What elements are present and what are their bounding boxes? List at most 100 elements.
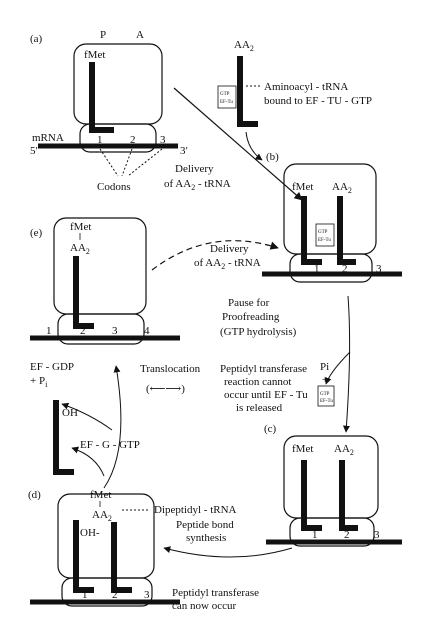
- bidir-arrow-label: (⟵⟶): [146, 383, 185, 395]
- panel-a: (a) P A fMet mRNA 5′ 3′ 1 2 3 Codons: [30, 29, 188, 193]
- ribosome-small-subunit-a: [79, 123, 157, 153]
- aa2-trna-top: [237, 56, 258, 127]
- panel-c: (c) fMet AA2 1 2 3: [264, 423, 402, 547]
- fmet-label-b: fMet: [292, 181, 313, 193]
- ribosome-small-subunit-d: [61, 577, 153, 607]
- pt-now-line2: can now occur: [172, 600, 236, 612]
- panel-e: (e) fMet AA2 1 2 3 4: [30, 217, 180, 345]
- dipeptidyl-trna-d: [111, 522, 132, 593]
- panel-c-label: (c): [264, 423, 277, 435]
- codon-1-d: 1: [82, 589, 88, 601]
- dipeptidyl-label: Dipeptidyl - tRNA: [154, 504, 237, 516]
- fmet-trna-c: [301, 460, 322, 531]
- codon-1-c: 1: [312, 529, 318, 541]
- ef-tu-gtp-box-b: [315, 223, 335, 247]
- ef-tu-gtp-box-top: [217, 85, 237, 109]
- ef-g-gtp-label: EF - G - GTP: [80, 439, 140, 451]
- codon-3-a: 3: [160, 134, 166, 146]
- arrow-release-eftu: [324, 351, 351, 385]
- arrow-a-to-b: [173, 87, 303, 201]
- codon-2-b: 2: [342, 263, 348, 275]
- codon-pointer-3: [127, 148, 163, 177]
- deacylated-trna-d: [73, 520, 94, 593]
- pt-line4: is released: [236, 402, 283, 414]
- ribosome-large-subunit-d: [57, 493, 155, 579]
- fmet-label-c: fMet: [292, 443, 313, 455]
- fmet-trna-a: [89, 62, 114, 133]
- fmet-label-a: fMet: [84, 49, 105, 61]
- codon-1-e: 1: [46, 325, 52, 337]
- ejected-trna: [53, 400, 74, 475]
- aa2-label-top: AA2: [234, 39, 254, 53]
- oh-label: OH: [62, 407, 78, 419]
- arrow-d-to-e-translocation: [103, 365, 122, 489]
- pt-line2: reaction cannot: [224, 376, 292, 388]
- arrow-trna-release: [71, 446, 105, 477]
- pi-label: Pi: [320, 361, 329, 373]
- aa2-trna-c: [339, 460, 358, 531]
- pause-line3: (GTP hydrolysis): [220, 326, 297, 338]
- peptide-bond-line2: synthesis: [186, 532, 226, 544]
- codons-label: Codons: [97, 181, 131, 193]
- three-prime-label: 3′: [180, 145, 188, 157]
- panel-b-label: (b): [266, 151, 279, 163]
- pt-line1: Peptidyl transferase: [220, 363, 307, 375]
- fmet-trna-b: [301, 196, 322, 265]
- fmet-label-e: fMet: [70, 221, 91, 233]
- pt-line3: occur until EF - Tu: [224, 389, 308, 401]
- codon-3-d: 3: [144, 589, 150, 601]
- peptide-bond-line1: Peptide bond: [176, 519, 234, 531]
- mrna-label: mRNA: [32, 132, 64, 144]
- delivery2-line2: of AA2 - tRNA: [194, 257, 261, 271]
- eftu-label-top: EF-Tu: [220, 100, 233, 105]
- panel-d-label: (d): [28, 489, 41, 501]
- plus-label: +: [322, 374, 328, 386]
- codon-pointer-2: [121, 148, 133, 177]
- plus-pi-label: + Pi: [30, 375, 48, 389]
- gtp-label-top: GTP: [220, 92, 230, 97]
- peptidyl-trna-e: [73, 256, 94, 329]
- aa2-trna-b: [337, 196, 356, 265]
- codon-3-b: 3: [376, 263, 382, 275]
- delivery1-line2: of AA2 - tRNA: [164, 178, 231, 192]
- panel-e-label: (e): [30, 227, 43, 239]
- aa2-label-b: AA2: [332, 181, 352, 195]
- codon-2-d: 2: [112, 589, 118, 601]
- aa2-label-d: AA2: [92, 509, 112, 523]
- gtp-label-released: GTP: [320, 392, 330, 397]
- aminoacyl-line2: bound to EF - TU - GTP: [264, 95, 372, 107]
- panel-d: (d) fMet AA2 OH- 1 2 3: [28, 489, 180, 607]
- codon-pointer-1: [99, 148, 119, 177]
- codon-1-a: 1: [97, 134, 103, 146]
- codon-4-e: 4: [144, 325, 150, 337]
- arrow-c-to-d: [163, 546, 293, 558]
- aminoacyl-line1: Aminoacyl - tRNA: [264, 81, 348, 93]
- arrow-ef-gdp-release: [61, 402, 113, 431]
- pause-line2: Proofreading: [222, 311, 280, 323]
- incoming-aminoacyl-trna: AA2 GTP EF-Tu Aminoacyl - tRNA bound to …: [217, 39, 372, 127]
- delivery2-line1: Delivery: [210, 243, 249, 255]
- delivery1-line1: Delivery: [175, 163, 214, 175]
- ribosome-small-subunit-b: [289, 253, 373, 283]
- panel-b: (b) fMet AA2 GTP EF-Tu 1 2 3: [262, 151, 402, 283]
- pause-line1: Pause for: [228, 297, 270, 309]
- oh-dash-label: OH-: [80, 527, 100, 539]
- released-ef-tu-gtp-box: [317, 385, 335, 407]
- fmet-label-d: fMet: [90, 489, 111, 501]
- codon-2-c: 2: [344, 529, 350, 541]
- five-prime-label: 5′: [30, 145, 38, 157]
- gtp-label-b: GTP: [318, 230, 328, 235]
- codon-3-c: 3: [374, 529, 380, 541]
- codon-3-e: 3: [112, 325, 118, 337]
- dashed-delivery-arrow: [151, 240, 279, 271]
- ribosome-small-subunit-e: [57, 313, 145, 345]
- a-site-label: A: [136, 29, 144, 41]
- codon-2-e: 2: [80, 325, 86, 337]
- ribosome-small-subunit-c: [289, 517, 375, 547]
- aa2-label-e: AA2: [70, 242, 90, 256]
- eftu-label-released: EF-Tu: [320, 399, 333, 404]
- aa2-label-c: AA2: [334, 443, 354, 457]
- panel-a-label: (a): [30, 33, 43, 45]
- translocation-label: Translocation: [140, 363, 201, 375]
